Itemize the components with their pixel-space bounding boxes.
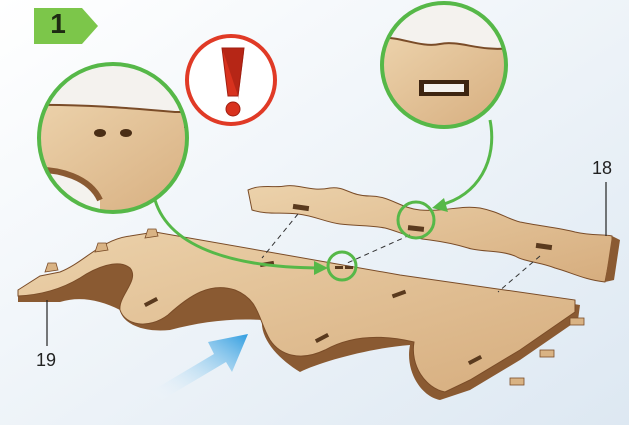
step-badge: 1 <box>34 6 98 42</box>
exclamation-icon <box>187 36 275 124</box>
part-number-19: 19 <box>36 350 56 371</box>
step-number: 1 <box>34 6 82 42</box>
part-number-18: 18 <box>592 158 612 179</box>
